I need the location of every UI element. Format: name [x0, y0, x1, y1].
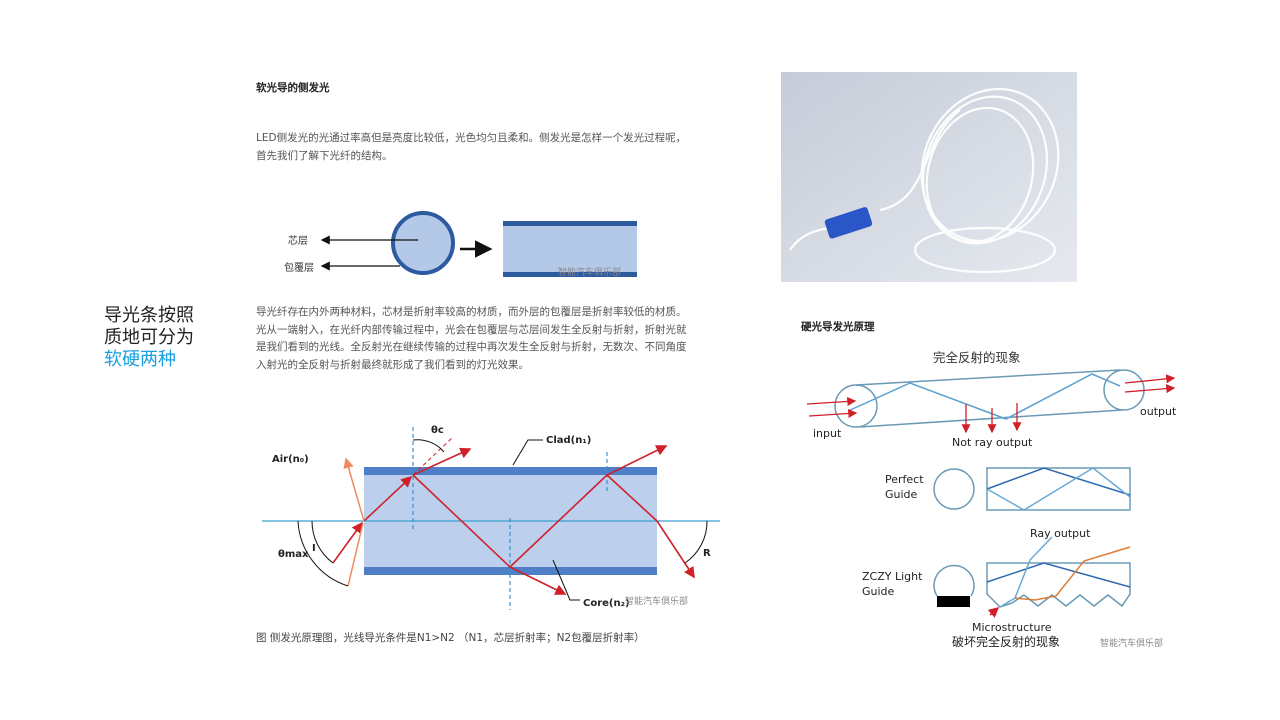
watermark: 智能汽车俱乐部 [1100, 637, 1163, 649]
core-label: 芯层 [288, 234, 308, 247]
caption-line: 质地可分为 [104, 327, 194, 348]
figure-caption: 图 侧发光原理图，光线导光条件是N1>N2 （N1，芯层折射率；N2包覆层折射率… [256, 632, 645, 644]
watermark: 智能汽车俱乐部 [625, 595, 688, 607]
perfect-guide-label: Perfect [885, 473, 924, 486]
caption-highlight: 软硬两种 [104, 349, 176, 370]
critical-angle-line [412, 437, 453, 476]
total-reflection-title: 完全反射的现象 [933, 350, 1021, 365]
side-emission-diagram: Air(n₀) Clad(n₁) Core(n₂) θc θmax I R 智能… [262, 425, 720, 610]
clad-band-bottom [503, 272, 637, 277]
angle-r-arc [684, 520, 708, 564]
theta-c-label: θc [431, 425, 444, 436]
theta-max-label: θmax [278, 549, 309, 560]
hard-guide-diagram: 完全反射的现象 input Not ray output output Perf… [806, 350, 1177, 649]
core-leader [552, 559, 580, 601]
fiber-cross-section [391, 211, 455, 275]
clad-diagram-label: Clad(n₁) [546, 435, 591, 446]
angle-i-arc [311, 520, 334, 564]
microstructure-label: Microstructure [972, 621, 1052, 634]
soft-explain-paragraph: 导光纤存在内外两种材料，芯材是折射率较高的材质，而外层的包覆层是折射率较低的材质… [256, 304, 736, 374]
incident-orange-ray [347, 522, 364, 587]
reflected-orange-ray [343, 457, 365, 522]
slide-caption: 导光条按照 质地可分为 软硬两种 [104, 305, 194, 371]
text-line: 入射光的全反射与折射最终就形成了我们看到的灯光效果。 [256, 358, 529, 371]
angle-r-label: R [703, 548, 711, 559]
soft-intro-paragraph: LED侧发光的光通过率高但是亮度比较低，光色均匀且柔和。侧发光是怎样一个发光过程… [256, 130, 736, 165]
not-ray-output-label: Not ray output [952, 436, 1033, 449]
caption-line: 导光条按照 [104, 305, 194, 326]
angle-i-label: I [312, 543, 316, 554]
theta-max-arc [297, 520, 349, 587]
text-line: LED侧发光的光通过率高但是亮度比较低，光色均匀且柔和。侧发光是怎样一个发光过程… [256, 132, 687, 144]
ray-output-label: Ray output [1030, 527, 1091, 540]
clad-band-top [503, 221, 637, 226]
zczy-guide-label: ZCZY Light [862, 570, 923, 583]
clad-label: 包覆层 [284, 261, 314, 274]
input-label: input [813, 427, 842, 440]
text-line: 光从一端射入，在光纤内部传输过程中，光会在包覆层与芯层间发生全反射与折射，折射光… [256, 323, 687, 336]
hard-guide-title: 硬光导发光原理 [801, 321, 875, 333]
microstructure-base [937, 596, 970, 607]
clad-leader [512, 439, 543, 466]
core-diagram-label: Core(n₂) [583, 598, 630, 609]
soft-guide-title: 软光导的侧发光 [256, 82, 330, 94]
text-line: 是我们看到的光线。全反射光在继续传输的过程中再次发生全反射与折射，无数次、不同角… [256, 341, 687, 353]
text-line: 导光纤存在内外两种材料，芯材是折射率较高的材质，而外层的包覆层是折射率较低的材质… [256, 306, 687, 318]
fiber-side-view [503, 221, 637, 277]
text-line: 首先我们了解下光纤的结构。 [256, 149, 393, 162]
perfect-guide-label: Guide [885, 488, 918, 501]
fiber-structure-diagram: 芯层 包覆层 智能汽车俱乐部 [284, 211, 637, 278]
zczy-guide-label: Guide [862, 585, 895, 598]
connector [824, 207, 873, 239]
watermark: 智能汽车俱乐部 [558, 266, 621, 278]
break-reflection-label: 破坏完全反射的现象 [952, 634, 1060, 649]
clad-top [364, 467, 657, 475]
air-label: Air(n₀) [272, 454, 309, 465]
theta-c-arc [412, 439, 445, 453]
light-path [847, 373, 1121, 420]
light-guide-photo [781, 72, 1077, 282]
output-label: output [1140, 405, 1177, 418]
